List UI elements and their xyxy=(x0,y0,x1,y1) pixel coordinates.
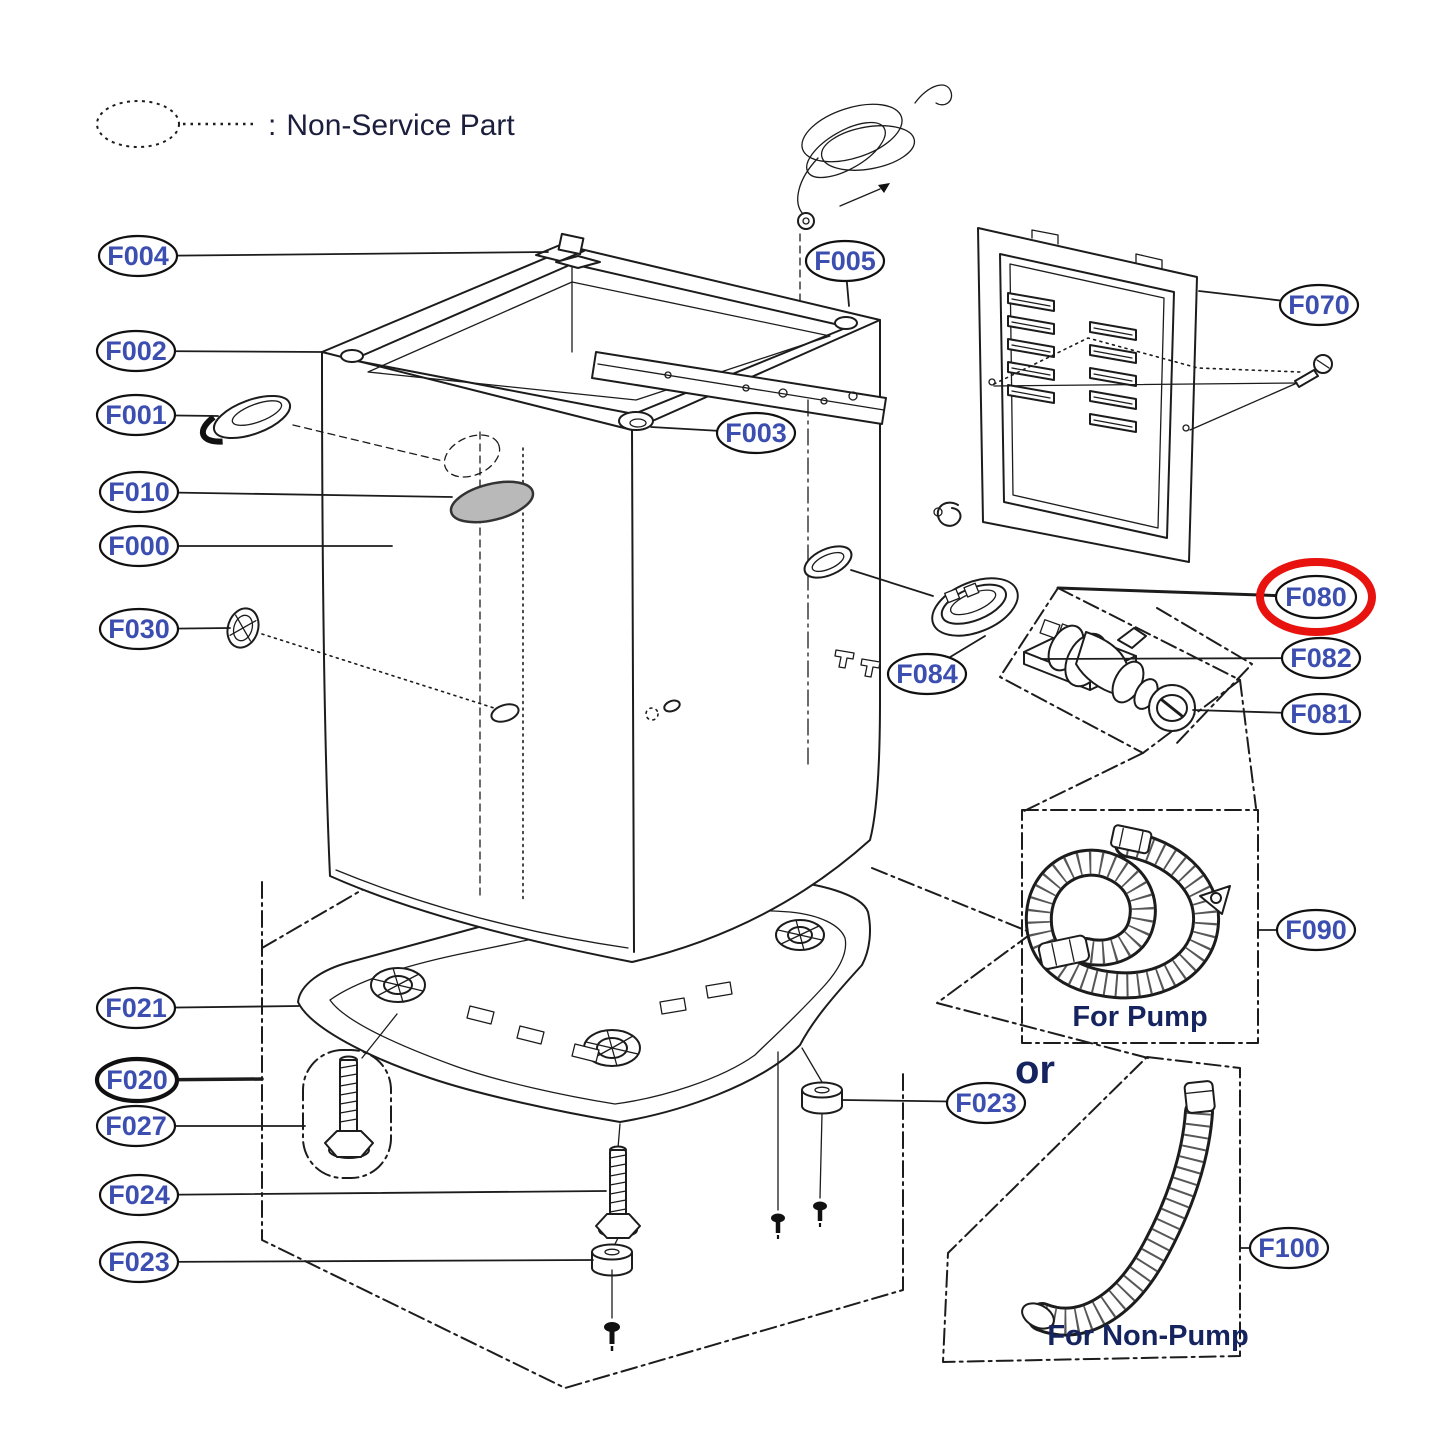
pump-grommet-f084 xyxy=(931,577,1019,637)
or-label: or xyxy=(1015,1048,1055,1092)
callout-F027: F027 xyxy=(95,1104,177,1148)
damping-pad-gray xyxy=(449,480,535,524)
svg-text:F027: F027 xyxy=(105,1111,167,1141)
svg-text:F021: F021 xyxy=(105,993,167,1023)
foot-mount-left xyxy=(370,967,426,1003)
screw-right-2 xyxy=(813,1201,827,1227)
callout-F020-bold: F020 xyxy=(94,1056,180,1104)
leader-F080 xyxy=(1056,586,1318,599)
callout-F004: F004 xyxy=(97,234,179,278)
highlight-red-circle xyxy=(1256,558,1376,636)
svg-text:F003: F003 xyxy=(725,418,787,448)
legend-label: :Non-Service Part xyxy=(268,109,515,142)
callout-F030: F030 xyxy=(98,607,180,651)
svg-text:F023: F023 xyxy=(955,1088,1017,1118)
plug-cap-part-f001 xyxy=(199,394,292,445)
callout-F100: F100 xyxy=(1248,1226,1330,1270)
callout-F070: F070 xyxy=(1278,283,1360,327)
for-pump-caption: For Pump xyxy=(1072,1001,1207,1033)
callout-F090: F090 xyxy=(1275,908,1357,952)
base-plate xyxy=(297,879,871,1123)
callout-F005: F005 xyxy=(804,239,886,283)
damper-f023-right xyxy=(801,1081,843,1115)
svg-text:F070: F070 xyxy=(1288,290,1350,320)
pump-assembly xyxy=(850,569,1253,754)
callout-F002: F002 xyxy=(95,329,177,373)
drain-cap-f081 xyxy=(1148,684,1196,732)
callout-F001: F001 xyxy=(95,393,177,437)
svg-text:F000: F000 xyxy=(108,531,170,561)
front-bolt-area xyxy=(591,1123,641,1351)
callouts: F004 F002 F001 F010 F000 F030 F003 F005 … xyxy=(94,234,1376,1284)
foot-mount-front xyxy=(583,1029,641,1067)
bolt-f024 xyxy=(595,1145,641,1239)
vent-slots xyxy=(1007,292,1137,433)
callout-F021: F021 xyxy=(95,986,177,1030)
svg-text:F001: F001 xyxy=(105,400,167,430)
svg-text:F010: F010 xyxy=(108,477,170,507)
svg-text:F090: F090 xyxy=(1285,915,1347,945)
leader-F004 xyxy=(137,251,549,257)
cord-holder-part xyxy=(535,232,601,269)
svg-text:F020: F020 xyxy=(106,1065,168,1095)
legend-dotted-ellipse xyxy=(96,100,180,148)
svg-text:F082: F082 xyxy=(1290,643,1352,673)
pump-drain-hose xyxy=(1024,824,1231,1000)
leveling-bolt-area xyxy=(302,1013,398,1179)
callout-F023-bottom: F023 xyxy=(98,1240,180,1284)
non-service-dashed-ellipse xyxy=(443,434,501,478)
callout-F000: F000 xyxy=(98,524,180,568)
foot-mount-right xyxy=(775,919,825,951)
power-cord xyxy=(797,84,953,301)
svg-text:F023: F023 xyxy=(108,1247,170,1277)
top-cross-brace xyxy=(591,351,887,425)
leader-F082 xyxy=(1040,657,1322,660)
clip-part-f030 xyxy=(226,607,260,649)
svg-text:F024: F024 xyxy=(108,1180,170,1210)
svg-text:F084: F084 xyxy=(896,659,958,689)
callout-F003: F003 xyxy=(715,411,797,455)
right-screws-and-damper xyxy=(771,1047,843,1239)
bolt-f027 xyxy=(324,1055,374,1159)
svg-text:F080: F080 xyxy=(1285,582,1347,612)
svg-text:F002: F002 xyxy=(105,336,167,366)
pump-motor-f082 xyxy=(1023,619,1159,710)
screw-right-1 xyxy=(771,1213,785,1239)
callout-F023-right: F023 xyxy=(945,1081,1027,1125)
leader-F023-bottom xyxy=(138,1259,594,1263)
svg-text:F030: F030 xyxy=(108,614,170,644)
back-panel xyxy=(933,227,1333,563)
non-pump-hose-box: For Non-Pump xyxy=(942,1056,1249,1363)
callout-F024: F024 xyxy=(98,1173,180,1217)
hook-clip-part xyxy=(933,501,962,527)
callout-F080-highlighted: F080 xyxy=(1256,558,1376,636)
side-oval-hole-right xyxy=(803,545,853,579)
screw-bottom xyxy=(604,1322,620,1351)
pump-hose-box: For Pump xyxy=(1021,809,1259,1044)
t-mark-1 xyxy=(834,649,855,669)
callout-F081: F081 xyxy=(1280,692,1362,736)
t-mark-2 xyxy=(860,658,881,678)
non-pump-drain-hose xyxy=(1021,1080,1216,1337)
leader-F010 xyxy=(138,491,453,498)
panel-screw xyxy=(1294,354,1333,388)
projection-lines xyxy=(871,679,1257,1059)
callout-F082: F082 xyxy=(1280,636,1362,680)
legend: :Non-Service Part xyxy=(96,100,515,148)
callout-F010: F010 xyxy=(98,470,180,514)
svg-text:F081: F081 xyxy=(1290,699,1352,729)
svg-text:F100: F100 xyxy=(1258,1233,1320,1263)
side-oval-hole-left xyxy=(490,703,520,723)
for-non-pump-caption: For Non-Pump xyxy=(1047,1320,1248,1352)
callout-F084: F084 xyxy=(886,652,968,696)
leader-F024 xyxy=(138,1190,607,1196)
svg-text:F005: F005 xyxy=(814,246,876,276)
svg-text:F004: F004 xyxy=(107,241,169,271)
cabinet-body xyxy=(321,232,887,963)
